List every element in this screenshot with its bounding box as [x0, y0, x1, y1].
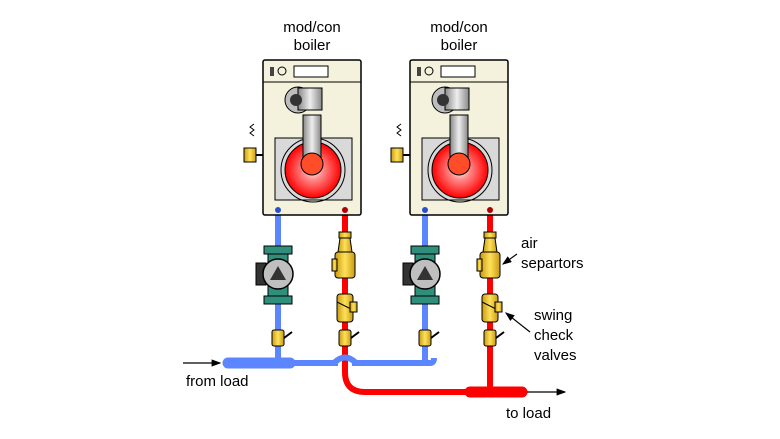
boiler1-return-port: [275, 207, 281, 213]
air-separators-label-line2: separtors: [521, 255, 584, 272]
circulator-2: [402, 245, 441, 305]
boiler1-label-line1: mod/con: [283, 19, 341, 36]
to-load-label: to load: [506, 405, 551, 422]
ball-valve-3: [418, 329, 440, 347]
air-separators-label-line1: air: [521, 235, 538, 252]
boiler2-return-port: [422, 207, 428, 213]
circulator-1: [255, 245, 294, 305]
return-header-pipe: [222, 357, 437, 369]
check-valve-pointer: [505, 312, 531, 333]
check-valves-label-line1: swing: [534, 307, 572, 324]
boiler1-supply-port: [342, 207, 348, 213]
check-valve-2: [481, 293, 503, 323]
check-valves-label-line2: check: [534, 327, 574, 344]
relief-valve-1: [243, 123, 263, 163]
pipe-crossover: [331, 354, 359, 366]
ball-valve-1: [271, 329, 293, 347]
boiler-1: [262, 59, 362, 216]
ball-valve-2: [338, 329, 360, 347]
air-separator-2: [476, 231, 501, 279]
relief-valve-2: [390, 123, 410, 163]
boiler2-supply-port: [487, 207, 493, 213]
boiler2-label-line2: boiler: [441, 37, 478, 54]
from-load-label: from load: [186, 373, 249, 390]
air-separator-1: [331, 231, 356, 279]
boiler2-label-line1: mod/con: [430, 19, 488, 36]
boiler-2: [409, 59, 509, 216]
check-valves-label-line3: valves: [534, 347, 577, 364]
boiler1-label-line2: boiler: [294, 37, 331, 54]
ball-valve-4: [483, 329, 505, 347]
air-separator-pointer: [502, 253, 518, 265]
check-valve-1: [336, 293, 358, 323]
